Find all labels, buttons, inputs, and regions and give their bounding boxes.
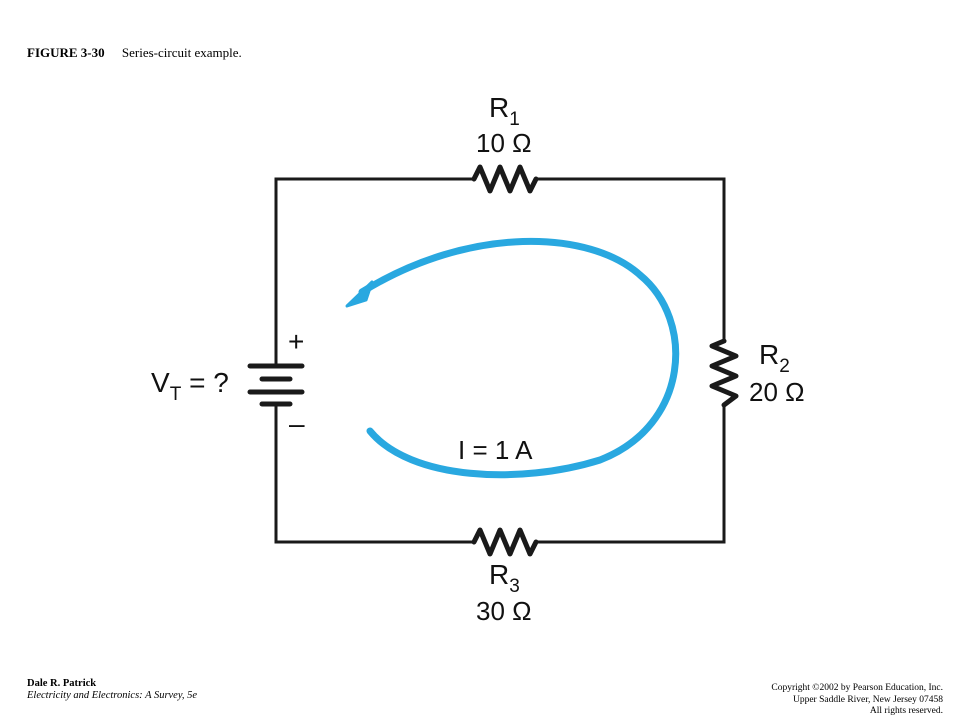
footer-author-block: Dale R. Patrick Electricity and Electron…	[27, 678, 197, 702]
battery-symbol	[247, 363, 305, 407]
circuit-wires	[274, 177, 726, 544]
figure-caption: FIGURE 3-30 Series-circuit example.	[27, 45, 242, 61]
r3-value: 30 Ω	[476, 596, 532, 626]
copyright-block: Copyright ©2002 by Pearson Education, In…	[771, 683, 943, 718]
figure-number: FIGURE 3-30	[27, 45, 105, 60]
r2-value: 20 Ω	[749, 377, 805, 407]
r2-label: R2	[759, 339, 790, 377]
current-arrowhead	[345, 280, 374, 308]
source-plus-sign: +	[288, 326, 304, 357]
r1-label: R1	[489, 92, 520, 130]
r1-subscript: 1	[509, 109, 520, 130]
source-letter: V	[151, 367, 170, 398]
copyright-address: Upper Saddle River, New Jersey 07458	[792, 694, 943, 705]
copyright-rights: All rights reserved.	[869, 706, 943, 716]
source-rest: = ?	[181, 367, 228, 398]
resistor-r3-symbol	[471, 527, 539, 557]
r2-subscript: 2	[779, 356, 790, 377]
current-label: I = 1 A	[458, 435, 533, 465]
source-subscript: T	[170, 384, 182, 405]
figure-title: Series-circuit example.	[121, 45, 242, 60]
r3-subscript: 3	[509, 576, 520, 597]
copyright-line: Copyright ©2002 by Pearson Education, In…	[771, 683, 943, 693]
r2-letter: R	[759, 339, 779, 370]
source-label: VT = ?	[151, 367, 229, 405]
resistor-r1-symbol	[471, 164, 539, 194]
r1-letter: R	[489, 92, 509, 123]
book-title: Electricity and Electronics: A Survey, 5…	[27, 690, 198, 701]
r3-letter: R	[489, 559, 509, 590]
r3-label: R3	[489, 559, 520, 597]
author-name: Dale R. Patrick	[27, 678, 97, 689]
resistor-r2-symbol	[709, 338, 739, 408]
r1-value: 10 Ω	[476, 128, 532, 158]
current-arrow	[345, 238, 680, 479]
current-arrow-path	[358, 238, 680, 479]
source-minus-sign: –	[289, 408, 305, 439]
